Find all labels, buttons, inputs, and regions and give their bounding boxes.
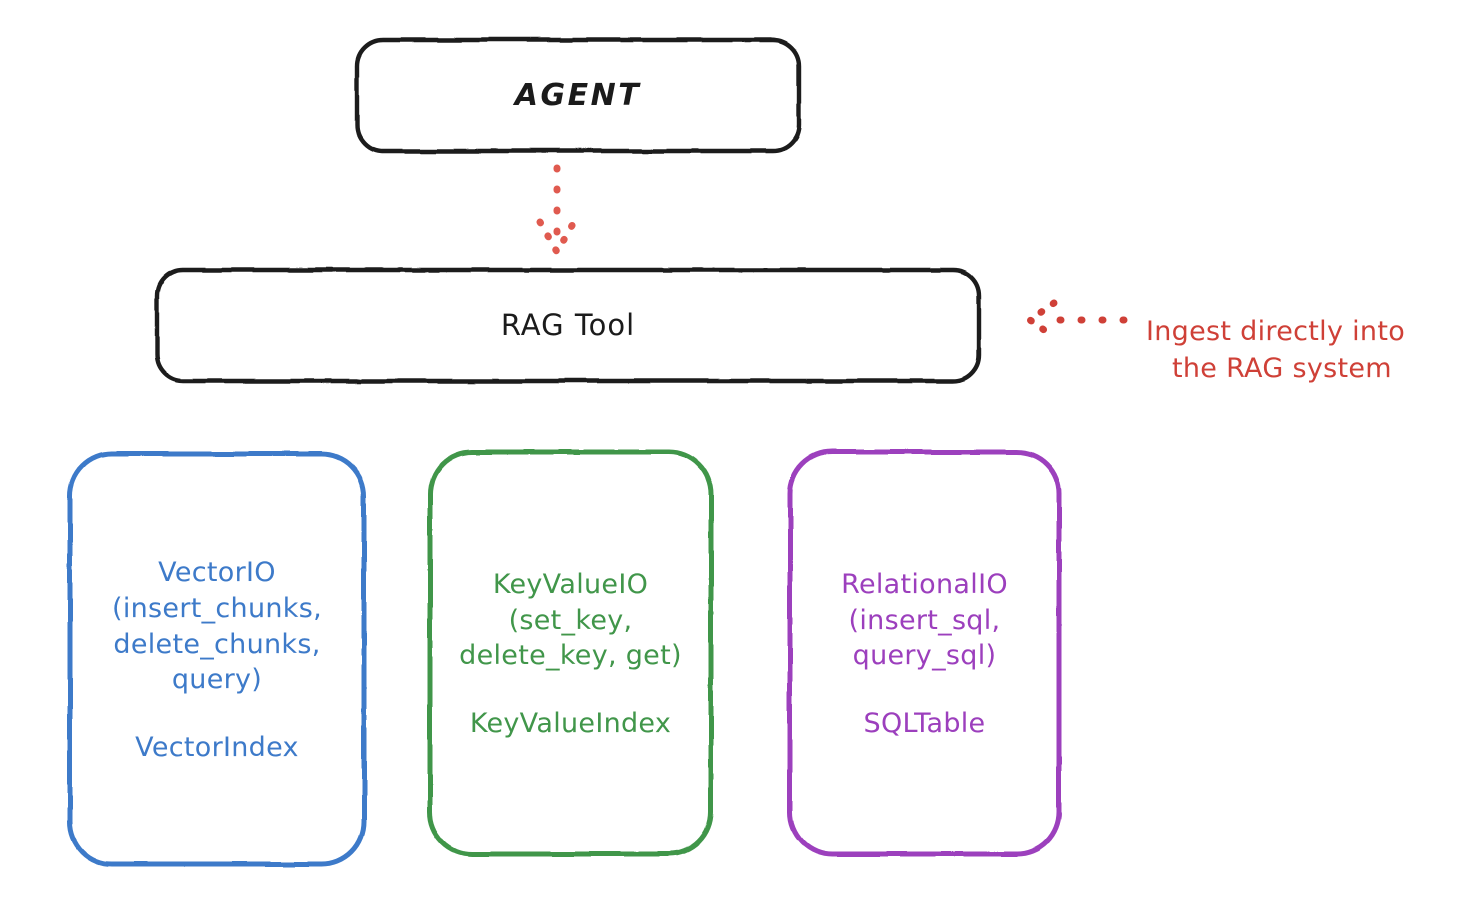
node-key-value-io-sublabel: KeyValueIndex <box>469 707 672 739</box>
node-vector-io-label: VectorIO (insert_chunks, delete_chunks, … <box>112 557 322 696</box>
node-vector-io-sublabel: VectorIndex <box>135 731 299 763</box>
agent-box-outline <box>354 37 802 154</box>
rag-tool-box-outline <box>154 267 982 384</box>
node-vector-io[interactable]: VectorIO (insert_chunks, delete_chunks, … <box>68 452 366 866</box>
ingest-annotation-line-2: the RAG system <box>1172 352 1392 384</box>
node-relational-io-sublabel: SQLTable <box>863 707 986 739</box>
key-value-io-box-outline <box>427 449 714 857</box>
node-relational-io-label: RelationalIO (insert_sql, query_sql) <box>841 569 1008 672</box>
node-relational-io[interactable]: RelationalIO (insert_sql, query_sql) SQL… <box>788 450 1061 856</box>
ingest-annotation-line-1: Ingest directly into <box>1146 316 1406 348</box>
node-key-value-io[interactable]: KeyValueIO (set_key, delete_key, get) Ke… <box>428 450 713 856</box>
node-rag-tool-label: RAG Tool <box>500 307 636 342</box>
vector-io-box-outline <box>67 451 367 867</box>
relational-io-box-outline <box>787 449 1062 857</box>
node-agent[interactable]: AGENT <box>355 38 801 153</box>
agent-to-rag-tool-connector <box>536 164 578 256</box>
ingest-to-rag-tool-connector <box>1026 299 1128 341</box>
ingest-annotation: Ingest directly into the RAG system <box>1146 278 1476 424</box>
node-rag-tool[interactable]: RAG Tool <box>155 268 981 383</box>
node-key-value-io-label: KeyValueIO (set_key, delete_key, get) <box>459 569 682 672</box>
node-agent-label: AGENT <box>514 78 642 113</box>
